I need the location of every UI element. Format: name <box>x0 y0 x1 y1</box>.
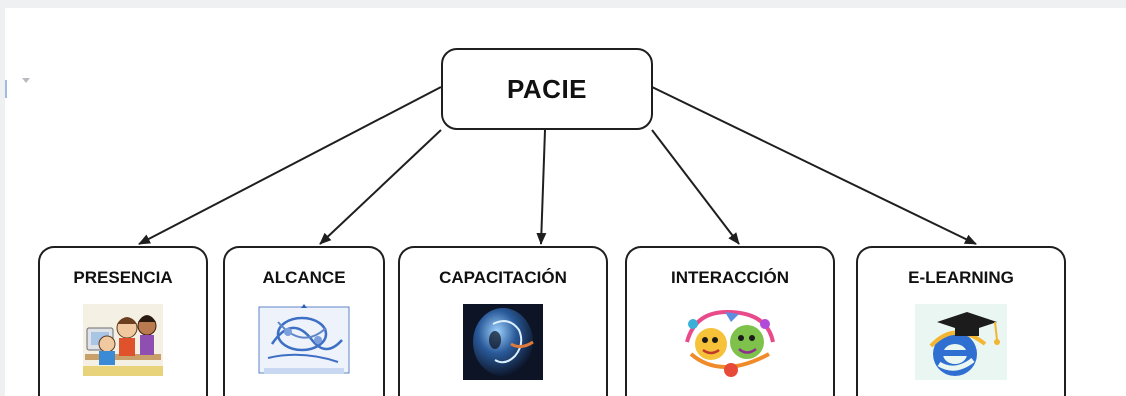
network-diagram-icon <box>258 304 350 374</box>
page-left-strip <box>0 0 5 396</box>
arrow-to-presencia <box>138 86 442 245</box>
node-alcance: ALCANCE <box>223 246 385 396</box>
node-presencia: PRESENCIA <box>38 246 208 396</box>
glowing-head-icon <box>463 304 543 380</box>
node-capacitacion: CAPACITACIÓN <box>398 246 608 396</box>
arrow-to-capacitacion <box>536 129 547 245</box>
children-at-computer-icon <box>83 304 163 376</box>
graduation-cap-e-icon <box>915 304 1007 380</box>
arrow-to-alcance <box>319 129 442 245</box>
node-elearning-label: E-LEARNING <box>908 268 1014 287</box>
colorful-faces-icon <box>685 309 775 377</box>
root-node: PACIE <box>441 48 653 130</box>
text-cursor-marker <box>5 80 7 98</box>
dropdown-caret-icon[interactable] <box>22 78 30 83</box>
arrow-to-interaccion <box>651 129 740 245</box>
arrow-to-elearning <box>651 86 977 245</box>
node-interaccion-label: INTERACCIÓN <box>670 268 790 287</box>
root-node-label: PACIE <box>506 73 588 104</box>
node-presencia-label: PRESENCIA <box>73 268 173 287</box>
node-capacitacion-label: CAPACITACIÓN <box>439 268 567 287</box>
node-elearning: E-LEARNING <box>856 246 1066 396</box>
node-interaccion: INTERACCIÓN <box>625 246 835 396</box>
node-alcance-label: ALCANCE <box>262 268 346 287</box>
page-top-strip <box>0 0 1126 8</box>
